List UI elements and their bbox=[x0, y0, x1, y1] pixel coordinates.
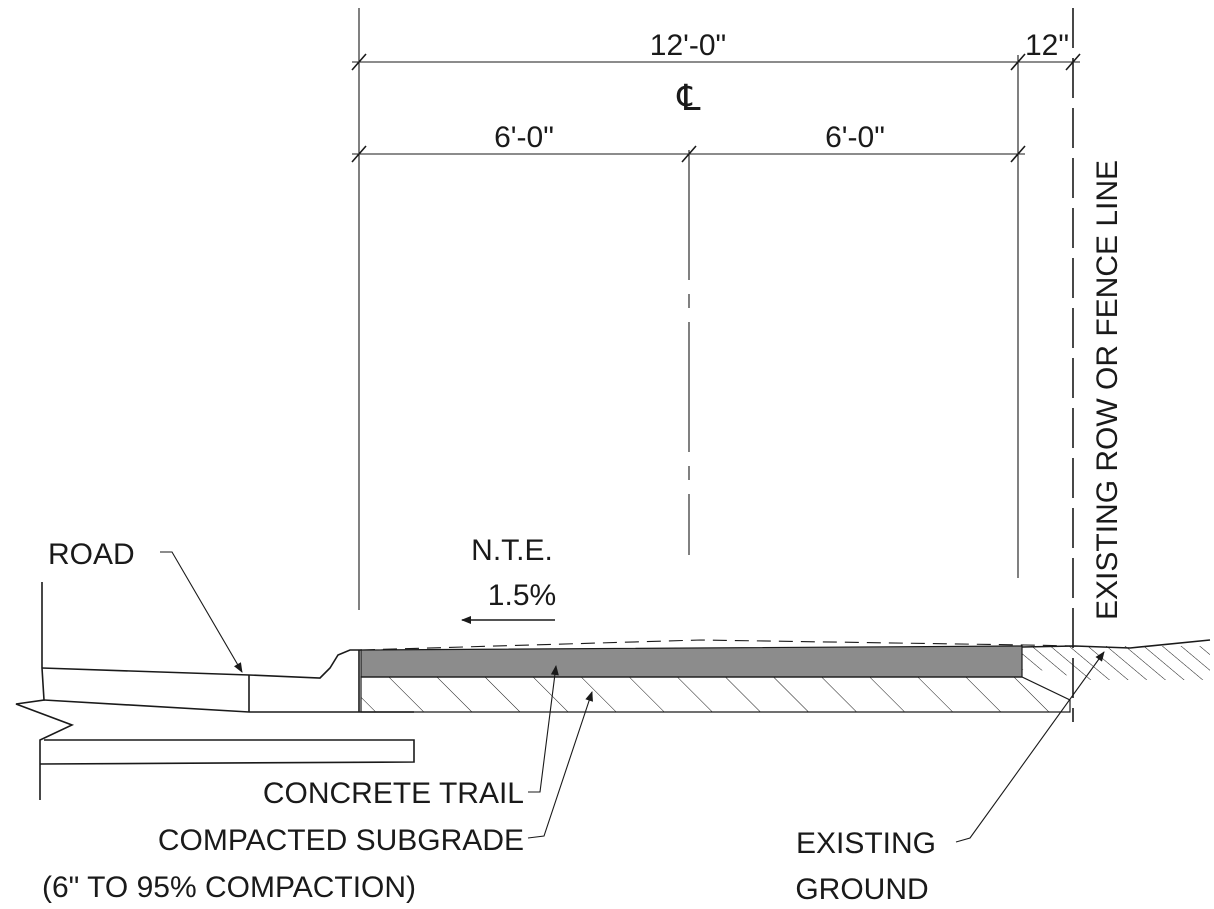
overall-width-label: 12'-0" bbox=[650, 29, 726, 62]
existing-ground-label-line2: GROUND bbox=[795, 873, 928, 906]
slope-percent-label: 1.5% bbox=[488, 579, 556, 612]
road-section bbox=[15, 582, 415, 800]
concrete-trail-leader bbox=[528, 665, 559, 793]
row-fence-line-label: EXISTING ROW OR FENCE LINE bbox=[1091, 160, 1124, 620]
compacted-subgrade-leader bbox=[527, 691, 593, 839]
road-leader bbox=[160, 551, 243, 673]
centerline-symbol: ℄ bbox=[676, 77, 700, 118]
overall-dimension bbox=[351, 53, 1081, 71]
road-label: ROAD bbox=[48, 538, 135, 571]
existing-ground bbox=[1021, 639, 1211, 680]
left-half-label: 6'-0" bbox=[494, 121, 554, 154]
half-width-dimension bbox=[351, 145, 1026, 163]
right-half-label: 6'-0" bbox=[825, 121, 885, 154]
concrete-trail-label: CONCRETE TRAIL bbox=[263, 777, 524, 810]
compacted-subgrade-label: COMPACTED SUBGRADE bbox=[158, 824, 524, 857]
existing-ground-leader bbox=[955, 651, 1105, 843]
compaction-note-label: (6" TO 95% COMPACTION) bbox=[42, 871, 416, 904]
slope-nte-label: N.T.E. bbox=[471, 534, 553, 567]
edge-offset-label: 12" bbox=[1025, 29, 1069, 62]
compacted-subgrade bbox=[360, 676, 1071, 713]
concrete-trail-slab bbox=[360, 645, 1023, 678]
existing-ground-label-line1: EXISTING bbox=[796, 827, 936, 860]
finished-grade-line bbox=[360, 639, 1076, 651]
